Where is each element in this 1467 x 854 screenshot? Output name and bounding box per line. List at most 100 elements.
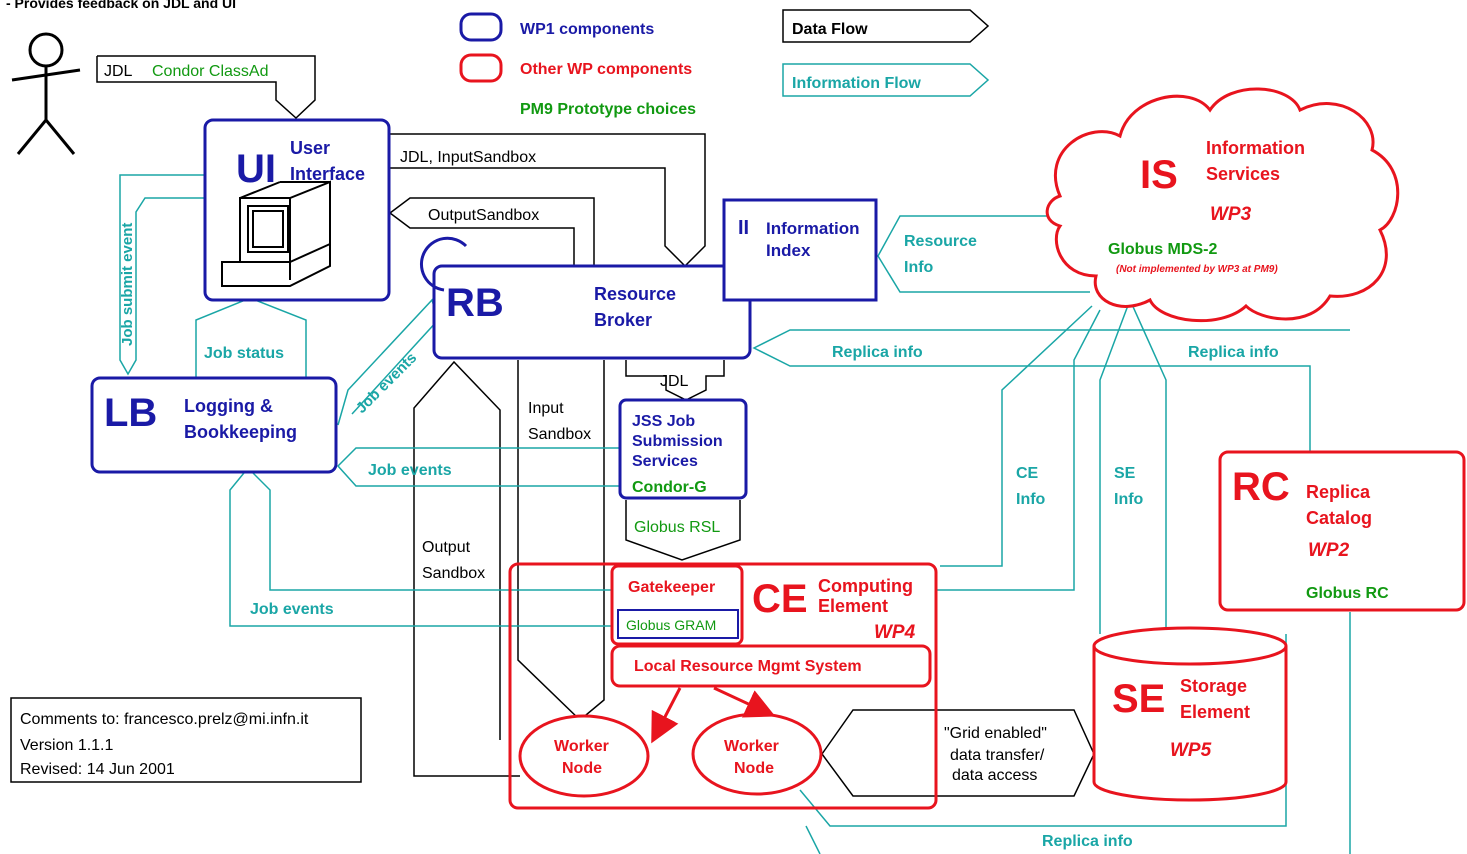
lrms-label: Local Resource Mgmt System (634, 658, 862, 675)
lb-box: LB Logging & Bookkeeping (90, 376, 338, 474)
label-se-info-2: Info (1114, 491, 1144, 508)
ce-line1: Computing (818, 576, 913, 596)
rb-loop-arrow-icon (419, 236, 468, 292)
rc-box: RC Replica Catalog WP2 Globus RC (1218, 450, 1466, 612)
is-line2: Services (1206, 164, 1280, 184)
jss-line3: Services (632, 453, 698, 470)
se-abbr: SE (1112, 677, 1165, 721)
footer-version: Version 1.1.1 (20, 737, 114, 754)
gram-box (617, 609, 739, 639)
condor-classad-label: Condor ClassAd (152, 63, 269, 80)
lrms-box (610, 644, 932, 688)
ii-line2: Index (766, 241, 811, 260)
lb-line1: Logging & (184, 396, 273, 416)
legend-info-flow-arrow (782, 63, 990, 97)
worker-node-1 (518, 714, 650, 798)
is-line1: Information (1206, 138, 1305, 158)
ui-box: UI User Interface (203, 118, 391, 302)
se-line1: Storage (1180, 676, 1247, 696)
label-outputsandbox: OutputSandbox (428, 207, 539, 224)
jdl-label: JDL (104, 63, 133, 80)
label-ce-info-2: Info (1016, 491, 1046, 508)
ce-abbr: CE (752, 577, 808, 621)
footer-box: Comments to: francesco.prelz@mi.infn.it … (10, 697, 362, 783)
label-jdl: JDL (660, 373, 689, 390)
is-abbr: IS (1140, 153, 1178, 197)
label-input: Input (528, 400, 564, 417)
worker1-line2: Node (562, 760, 602, 777)
legend-wp1-swatch (459, 12, 503, 42)
label-job-events-1: Job events (368, 462, 452, 479)
jss-line1: JSS Job (632, 413, 695, 430)
ce-wp: WP4 (874, 622, 916, 643)
label-sandbox-2: Sandbox (422, 565, 485, 582)
footer-revised: Revised: 14 Jun 2001 (20, 761, 175, 778)
rb-line1: Resource (594, 284, 676, 304)
ii-line1: Information (766, 219, 860, 238)
is-tech: Globus MDS-2 (1108, 241, 1217, 258)
worker2-line2: Node (734, 760, 774, 777)
label-job-submit-event: Job submit event (119, 223, 136, 346)
label-job-events-2: Job events (250, 601, 334, 618)
jss-line2: Submission (632, 433, 723, 450)
label-job-status: Job status (204, 345, 284, 362)
worker2-line1: Worker (724, 738, 779, 755)
rc-line1: Replica (1306, 482, 1371, 502)
se-cylinder: SE Storage Element WP5 (1092, 626, 1288, 802)
rc-line2: Catalog (1306, 508, 1372, 528)
jss-box: JSS Job Submission Services Condor-G (618, 398, 748, 500)
label-grid-2: data transfer/ (950, 747, 1045, 764)
legend-other-swatch (459, 53, 503, 83)
rc-wp: WP2 (1308, 540, 1350, 561)
label-job-events-diag: Job events (353, 349, 420, 416)
user-stick-figure-icon (11, 32, 81, 155)
label-replica-info-2: Replica info (1188, 344, 1279, 361)
ce-box: Gatekeeper Globus GRAM CE Computing Elem… (508, 562, 938, 810)
footer-comments: Comments to: francesco.prelz@mi.infn.it (20, 711, 309, 728)
computer-icon (221, 180, 331, 287)
label-info: Info (904, 259, 934, 276)
gatekeeper-label: Gatekeeper (628, 579, 715, 596)
label-grid-3: data access (952, 767, 1037, 784)
label-se-info-1: SE (1114, 465, 1136, 482)
label-replica-info-3: Replica info (1042, 833, 1133, 850)
lb-abbr: LB (104, 391, 157, 435)
label-replica-info-1: Replica info (832, 344, 923, 361)
se-line2: Element (1180, 702, 1250, 722)
legend-data-flow-label: Data Flow (792, 21, 868, 38)
label-sandbox: Sandbox (528, 426, 591, 443)
se-wp: WP5 (1170, 740, 1212, 761)
label-ce-info-1: CE (1016, 465, 1039, 482)
rb-box: RB Resource Broker (419, 236, 752, 360)
jss-tech: Condor-G (632, 479, 707, 496)
label-resource: Resource (904, 233, 977, 250)
worker1-line1: Worker (554, 738, 609, 755)
ii-abbr: II (738, 217, 749, 239)
label-grid-1: "Grid enabled" (944, 725, 1047, 742)
is-wp: WP3 (1210, 204, 1252, 225)
legend-other-label: Other WP components (520, 61, 692, 78)
gram-label: Globus GRAM (626, 617, 716, 633)
jdl-callout: JDL Condor ClassAd (96, 55, 316, 120)
rb-line2: Broker (594, 310, 652, 330)
label-jdl-inputsandbox: JDL, InputSandbox (400, 149, 536, 166)
rb-abbr: RB (446, 281, 504, 325)
label-output: Output (422, 539, 471, 556)
legend-data-flow-arrow (782, 9, 990, 43)
rc-tech: Globus RC (1306, 585, 1389, 602)
rc-abbr: RC (1232, 465, 1290, 509)
flow-labels: JDL, InputSandbox OutputSandbox Resource… (119, 149, 1279, 850)
ii-box: II Information Index (722, 198, 878, 302)
is-cloud: IS Information Services WP3 Globus MDS-2… (1045, 87, 1400, 323)
legend: WP1 components Other WP components PM9 P… (459, 9, 990, 118)
is-note: (Not implemented by WP3 at PM9) (1116, 264, 1278, 275)
header-note: - Provides feedback on JDL and UI (6, 0, 236, 11)
legend-wp1-label: WP1 components (520, 21, 654, 38)
label-globus-rsl: Globus RSL (634, 519, 720, 536)
legend-pm9-label: PM9 Prototype choices (520, 101, 696, 118)
legend-info-flow-label: Information Flow (792, 75, 921, 92)
ui-line2: Interface (290, 164, 365, 184)
ui-line1: User (290, 138, 330, 158)
ce-line2: Element (818, 596, 888, 616)
